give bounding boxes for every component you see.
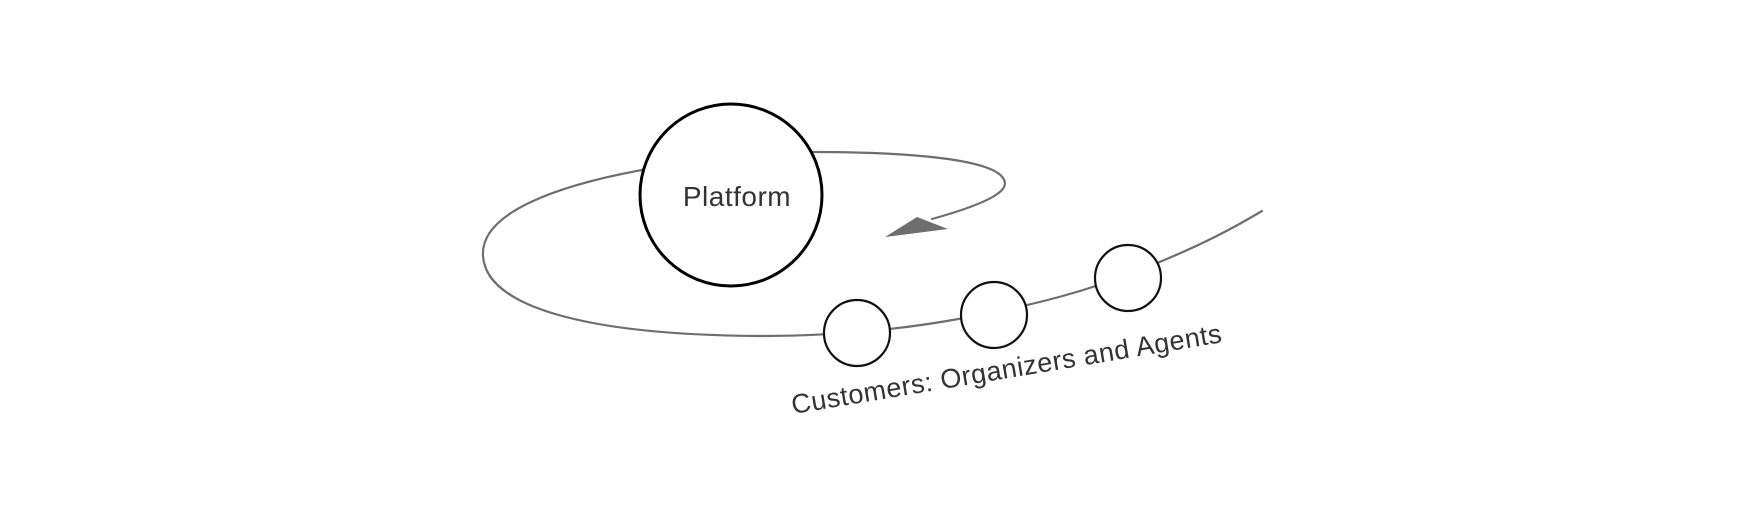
arrow-head <box>885 217 948 237</box>
platform-label: Platform <box>683 181 791 212</box>
customer-circle <box>1093 243 1163 313</box>
customer-circle <box>822 298 892 368</box>
platform-circle <box>638 102 824 288</box>
customer-circle <box>959 280 1029 350</box>
